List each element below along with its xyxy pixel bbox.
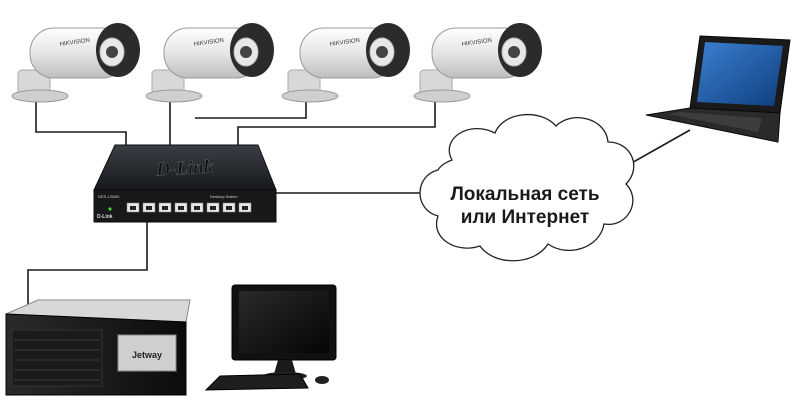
nvr-brand: Jetway	[132, 350, 162, 360]
laptop-keyboard	[668, 112, 762, 132]
switch-front-brand: D-Link	[97, 214, 113, 220]
camera-base	[281, 89, 339, 103]
camera-brand: HIKVISION	[59, 38, 90, 48]
camera-base	[413, 89, 471, 103]
camera-2: HIKVISION	[145, 23, 274, 103]
camera-brand: HIKVISION	[461, 38, 492, 48]
camera-1: HIKVISION	[11, 23, 140, 103]
cable-switch-nvr	[27, 222, 148, 310]
cloud-label-line2: или Интернет	[460, 207, 590, 228]
mouse	[315, 376, 329, 384]
laptop-base	[645, 107, 781, 143]
switch-type-label: Desktop Switch	[210, 194, 238, 199]
cloud-label-line1: Локальная сеть	[450, 184, 600, 205]
nvr-vent	[11, 329, 103, 387]
cloud-label: Локальная сеть или Интернет	[430, 183, 620, 229]
laptop	[645, 35, 791, 143]
cloud-shape	[419, 113, 635, 262]
camera-brand: HIKVISION	[193, 38, 224, 48]
nvr-drive-bay	[117, 334, 177, 372]
switch-led	[108, 207, 112, 211]
desktop-monitor	[204, 284, 337, 391]
camera-3: HIKVISION	[281, 23, 410, 103]
monitor-screen	[239, 291, 329, 353]
switch-brand: D-Link	[155, 157, 215, 181]
camera-brand: HIKVISION	[329, 38, 360, 48]
switch-model: DES-1008D	[98, 194, 119, 199]
cable-camera-1	[35, 100, 127, 145]
network-switch: D-Link DES-1008D Desktop Switch D-Link	[93, 144, 277, 223]
nvr-recorder: Jetway	[5, 299, 191, 396]
port-inner	[130, 206, 248, 210]
camera-base	[11, 89, 69, 103]
cable-camera-3	[195, 100, 307, 119]
cable-camera-4	[237, 100, 436, 145]
keyboard	[204, 373, 309, 391]
camera-4: HIKVISION	[413, 23, 542, 103]
camera-base	[145, 89, 203, 103]
laptop-screen	[697, 42, 783, 106]
monitor-stand	[274, 360, 296, 374]
